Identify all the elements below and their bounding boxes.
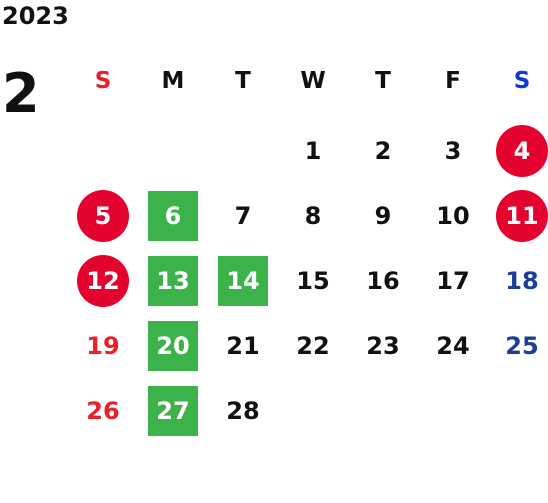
calendar-day[interactable]: 22	[296, 332, 330, 360]
weekday-header: F	[445, 68, 461, 94]
calendar-day[interactable]: 28	[226, 397, 260, 425]
calendar-day[interactable]: 25	[505, 332, 539, 360]
calendar-day-marked[interactable]: 14	[218, 256, 268, 306]
calendar-day[interactable]: 18	[505, 267, 539, 295]
calendar-month: 2	[2, 62, 40, 125]
calendar-day-marked[interactable]: 27	[148, 386, 198, 436]
calendar-day-marked[interactable]: 5	[77, 190, 129, 242]
weekday-header: S	[513, 68, 531, 94]
calendar-day-marked[interactable]: 13	[148, 256, 198, 306]
calendar-day[interactable]: 7	[234, 202, 252, 230]
calendar-day[interactable]: 3	[444, 137, 462, 165]
weekday-header: W	[300, 68, 326, 94]
weekday-header: S	[94, 68, 112, 94]
calendar-day[interactable]: 19	[86, 332, 120, 360]
calendar-day[interactable]: 1	[304, 137, 322, 165]
weekday-header: M	[161, 68, 185, 94]
calendar-day[interactable]: 26	[86, 397, 120, 425]
calendar-day[interactable]: 10	[436, 202, 470, 230]
calendar-day-marked[interactable]: 11	[496, 190, 548, 242]
calendar-day[interactable]: 15	[296, 267, 330, 295]
weekday-header: T	[375, 68, 391, 94]
calendar-day-marked[interactable]: 4	[496, 125, 548, 177]
calendar-day[interactable]: 17	[436, 267, 470, 295]
calendar-year: 2023	[2, 2, 69, 30]
weekday-header: T	[235, 68, 251, 94]
calendar-day-marked[interactable]: 20	[148, 321, 198, 371]
calendar-day[interactable]: 21	[226, 332, 260, 360]
calendar-day[interactable]: 9	[374, 202, 392, 230]
calendar-day[interactable]: 2	[374, 137, 392, 165]
calendar-day-marked[interactable]: 6	[148, 191, 198, 241]
calendar-day[interactable]: 24	[436, 332, 470, 360]
calendar-day[interactable]: 16	[366, 267, 400, 295]
calendar-day[interactable]: 8	[304, 202, 322, 230]
calendar-day-marked[interactable]: 12	[77, 255, 129, 307]
calendar-day[interactable]: 23	[366, 332, 400, 360]
